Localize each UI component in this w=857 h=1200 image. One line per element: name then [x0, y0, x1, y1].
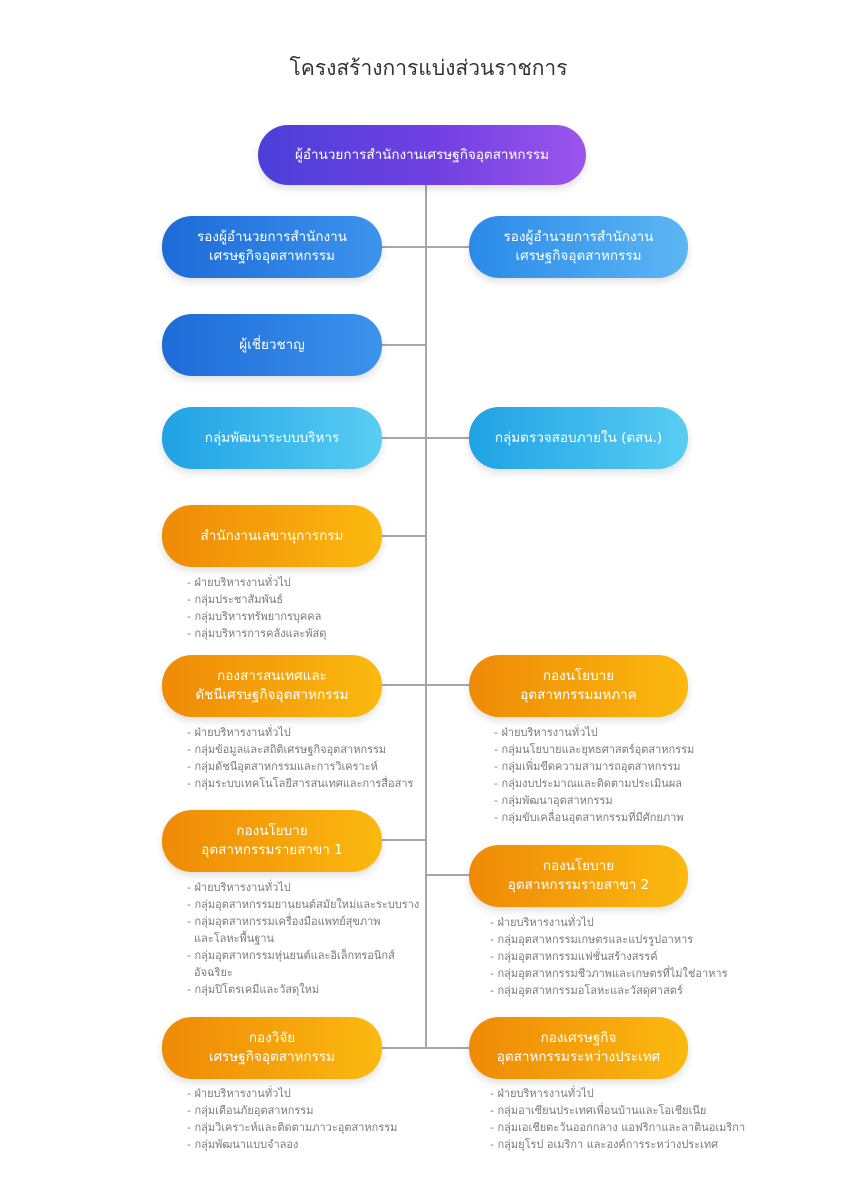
branch-sector-2	[426, 874, 470, 876]
deputy-right-node[interactable]: รองผู้อำนวยการสำนักงาน เศรษฐกิจอุตสาหกรร…	[469, 216, 688, 278]
list-item: - กลุ่มอุตสาหกรรมหุ่นยนต์และอิเล็กทรอนิก…	[187, 949, 395, 962]
sector-policy-1-line-1: กองนโยบาย	[236, 823, 308, 839]
macro-policy-unit-list: - ฝ่ายบริหารงานทั่วไป - กลุ่มนโยบายและยุ…	[494, 724, 694, 826]
list-item: - กลุ่มขับเคลื่อนอุตสาหกรรมที่มีศักยภาพ	[494, 811, 684, 824]
trunk-line	[425, 185, 427, 1049]
list-item: - กลุ่มนโยบายและยุทธศาสตร์อุตสาหกรรม	[494, 743, 695, 756]
list-item: - ฝ่ายบริหารงานทั่วไป	[490, 1087, 594, 1100]
deputy-left-node[interactable]: รองผู้อำนวยการสำนักงาน เศรษฐกิจอุตสาหกรร…	[162, 216, 382, 278]
list-item: และโลหะพื้นฐาน	[187, 932, 275, 945]
research-line-1: กองวิจัย	[248, 1030, 296, 1046]
branch-international	[426, 1047, 470, 1049]
director-label: ผู้อำนวยการสำนักงานเศรษฐกิจอุตสาหกรรม	[295, 146, 549, 163]
list-item: - ฝ่ายบริหารงานทั่วไป	[187, 576, 291, 589]
secretary-node[interactable]: สำนักงานเลขานุการกรม	[162, 505, 382, 567]
info-center-node[interactable]: กองสารสนเทศและ ดัชนีเศรษฐกิจอุตสาหกรรม	[162, 655, 382, 717]
branch-expert	[382, 344, 426, 346]
branch-sector-1	[382, 839, 426, 841]
sector-policy-2-line-1: กองนโยบาย	[542, 858, 615, 874]
secretary-label: สำนักงานเลขานุการกรม	[200, 527, 344, 544]
list-item: - กลุ่มปิโตรเคมีและวัสดุใหม่	[187, 983, 320, 996]
page-title: โครงสร้างการแบ่งส่วนราชการ	[289, 56, 568, 80]
international-line-1: กองเศรษฐกิจ	[540, 1030, 617, 1046]
deputy-right-line-1: รองผู้อำนวยการสำนักงาน	[503, 229, 654, 245]
sector-policy-2-node[interactable]: กองนโยบาย อุตสาหกรรมรายสาขา 2	[469, 845, 688, 907]
list-item: - กลุ่มอาเซียนประเทศเพื่อนบ้านและโอเชียเ…	[490, 1104, 707, 1117]
international-node[interactable]: กองเศรษฐกิจ อุตสาหกรรมระหว่างประเทศ	[469, 1017, 688, 1079]
admin-dev-label: กลุ่มพัฒนาระบบบริหาร	[204, 429, 340, 446]
list-item: - ฝ่ายบริหารงานทั่วไป	[494, 726, 598, 739]
list-item: - กลุ่มงบประมาณและติดตามประเมินผล	[494, 777, 683, 790]
list-item: - กลุ่มวิเคราะห์และติดตามภาวะอุตสาหกรรม	[187, 1121, 398, 1134]
internal-audit-node[interactable]: กลุ่มตรวจสอบภายใน (ตสน.)	[469, 407, 688, 469]
internal-audit-label: กลุ่มตรวจสอบภายใน (ตสน.)	[494, 429, 663, 446]
branch-macro-policy	[426, 684, 470, 686]
list-item: - กลุ่มอุตสาหกรรมชีวภาพและเกษตรที่ไม่ใช่…	[490, 967, 728, 980]
macro-policy-line-1: กองนโยบาย	[542, 668, 615, 684]
list-item: - กลุ่มระบบเทคโนโลยีสารสนเทศและการสื่อสา…	[187, 777, 414, 790]
list-item: - กลุ่มพัฒนาแบบจำลอง	[187, 1138, 299, 1151]
list-item: - กลุ่มเตือนภัยอุตสาหกรรม	[187, 1104, 314, 1117]
list-item: - กลุ่มข้อมูลและสถิติเศรษฐกิจอุตสาหกรรม	[187, 743, 387, 756]
list-item: อัจฉริยะ	[187, 966, 233, 979]
deputy-left-line-2: เศรษฐกิจอุตสาหกรรม	[208, 248, 336, 264]
macro-policy-node[interactable]: กองนโยบาย อุตสาหกรรมมหภาค	[469, 655, 688, 717]
list-item: - กลุ่มอุตสาหกรรมเกษตรและแปรรูปอาหาร	[490, 933, 694, 946]
research-unit-list: - ฝ่ายบริหารงานทั่วไป - กลุ่มเตือนภัยอุต…	[187, 1085, 397, 1153]
list-item: - กลุ่มเอเชียตะวันออกกลาง แอฟริกาและลาติ…	[490, 1121, 746, 1134]
branch-research	[382, 1047, 426, 1049]
info-center-unit-list: - ฝ่ายบริหารงานทั่วไป - กลุ่มข้อมูลและสถ…	[187, 724, 413, 792]
admin-dev-node[interactable]: กลุ่มพัฒนาระบบบริหาร	[162, 407, 382, 469]
branch-secretary	[382, 535, 426, 537]
list-item: - ฝ่ายบริหารงานทั่วไป	[187, 881, 291, 894]
list-item: - ฝ่ายบริหารงานทั่วไป	[187, 726, 291, 739]
sector-policy-2-line-2: อุตสาหกรรมรายสาขา 2	[507, 877, 650, 893]
expert-label: ผู้เชี่ยวชาญ	[239, 336, 305, 353]
branch-info-center	[382, 684, 426, 686]
branch-deputy-right	[426, 246, 470, 248]
list-item: - กลุ่มพัฒนาอุตสาหกรรม	[494, 794, 613, 807]
list-item: - กลุ่มอุตสาหกรรมแฟชั่นสร้างสรรค์	[490, 950, 658, 963]
list-item: - กลุ่มบริหารการคลังและพัสดุ	[187, 627, 327, 640]
list-item: - กลุ่มอุตสาหกรรมอโลหะและวัสดุศาสตร์	[490, 984, 683, 997]
research-line-2: เศรษฐกิจอุตสาหกรรม	[208, 1049, 336, 1065]
info-center-line-1: กองสารสนเทศและ	[217, 668, 327, 684]
branch-internal-audit	[426, 437, 470, 439]
expert-node[interactable]: ผู้เชี่ยวชาญ	[162, 314, 382, 376]
international-unit-list: - ฝ่ายบริหารงานทั่วไป - กลุ่มอาเซียนประเ…	[490, 1085, 745, 1153]
list-item: - กลุ่มดัชนีอุตสาหกรรมและการวิเคราะห์	[187, 760, 378, 773]
macro-policy-line-2: อุตสาหกรรมมหภาค	[520, 687, 637, 703]
deputy-right-line-2: เศรษฐกิจอุตสาหกรรม	[515, 248, 642, 264]
list-item: - กลุ่มอุตสาหกรรมยานยนต์สมัยใหม่และระบบร…	[187, 898, 420, 911]
list-item: - กลุ่มยุโรป อเมริกา และองค์การระหว่างปร…	[490, 1138, 719, 1151]
deputy-left-line-1: รองผู้อำนวยการสำนักงาน	[197, 229, 347, 245]
research-node[interactable]: กองวิจัย เศรษฐกิจอุตสาหกรรม	[162, 1017, 382, 1079]
list-item: - กลุ่มประชาสัมพันธ์	[187, 593, 284, 606]
sector-policy-1-node[interactable]: กองนโยบาย อุตสาหกรรมรายสาขา 1	[162, 810, 382, 872]
branch-deputy-left	[382, 246, 426, 248]
sector-policy-1-unit-list: - ฝ่ายบริหารงานทั่วไป - กลุ่มอุตสาหกรรมย…	[187, 879, 419, 998]
info-center-line-2: ดัชนีเศรษฐกิจอุตสาหกรรม	[195, 687, 349, 703]
director-node[interactable]: ผู้อำนวยการสำนักงานเศรษฐกิจอุตสาหกรรม	[258, 125, 586, 185]
list-item: - กลุ่มอุตสาหกรรมเครื่องมือแพทย์สุขภาพ	[187, 915, 381, 928]
list-item: - กลุ่มเพิ่มขีดความสามารถอุตสาหกรรม	[494, 760, 681, 773]
list-item: - ฝ่ายบริหารงานทั่วไป	[187, 1087, 291, 1100]
secretary-unit-list: - ฝ่ายบริหารงานทั่วไป - กลุ่มประชาสัมพัน…	[187, 574, 326, 642]
list-item: - กลุ่มบริหารทรัพยากรบุคคล	[187, 610, 322, 623]
list-item: - ฝ่ายบริหารงานทั่วไป	[490, 916, 594, 929]
sector-policy-1-line-2: อุตสาหกรรมรายสาขา 1	[201, 842, 343, 858]
international-line-2: อุตสาหกรรมระหว่างประเทศ	[496, 1049, 661, 1065]
sector-policy-2-unit-list: - ฝ่ายบริหารงานทั่วไป - กลุ่มอุตสาหกรรมเ…	[490, 914, 728, 999]
branch-admin-dev	[382, 437, 426, 439]
